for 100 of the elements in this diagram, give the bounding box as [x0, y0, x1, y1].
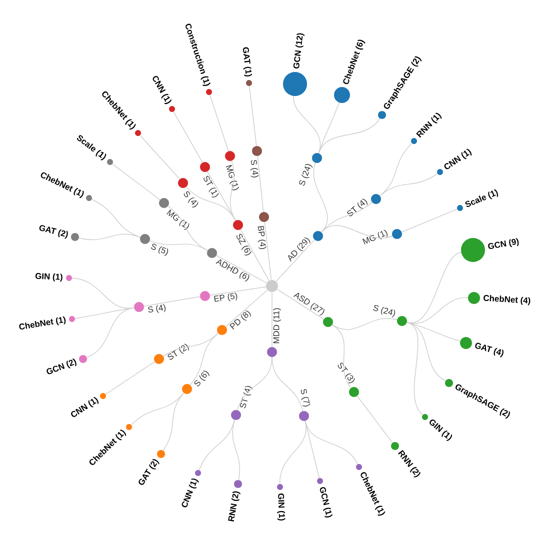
link-line — [321, 225, 393, 238]
tree-node: ST (2) — [154, 344, 189, 364]
link-line — [130, 392, 184, 426]
node-label: GAT (2) — [39, 225, 68, 239]
link-line — [249, 86, 257, 146]
tree-node: GIN (1) — [422, 414, 452, 442]
node-label: MDD (11) — [273, 308, 281, 344]
link-line — [332, 318, 398, 330]
node-label: ST (2) — [168, 344, 189, 360]
link-line — [318, 118, 380, 154]
link-line — [313, 162, 328, 232]
link-line — [406, 322, 423, 416]
link-line — [264, 222, 272, 280]
node-label: SZ (6) — [236, 234, 252, 256]
link-line — [293, 96, 321, 154]
node-label: S (24) — [299, 164, 313, 186]
tree-node: S (4) — [134, 302, 166, 313]
node-label: GCN (1) — [320, 487, 332, 518]
link-line — [406, 297, 468, 324]
node-label: GIN (1) — [430, 420, 452, 442]
link-line — [163, 333, 218, 357]
node-label: S (24) — [373, 305, 396, 318]
tree-node: ASD (27) — [293, 292, 333, 327]
tree-node: S (7) — [299, 389, 310, 421]
node-label: GCN (2) — [46, 358, 76, 374]
link-line — [406, 322, 446, 382]
node-label: ST (4) — [347, 198, 368, 216]
link-line — [401, 208, 458, 232]
link-line — [332, 324, 352, 388]
node-label: S (6) — [194, 370, 210, 386]
tree-node: GIN (1) — [35, 273, 72, 282]
tree-node: S (5) — [140, 234, 168, 256]
tree-node: BP (4) — [258, 212, 269, 250]
node-label: MG (1) — [166, 209, 190, 230]
node-label: S (5) — [150, 244, 168, 256]
link-line — [112, 164, 160, 200]
tree-node: GIN (1) — [277, 484, 286, 520]
node-label: ST (1) — [204, 176, 219, 198]
link-line — [162, 392, 184, 451]
node-label: EP (5) — [214, 292, 238, 302]
node-label: S (4) — [148, 304, 166, 313]
link-line — [92, 199, 140, 238]
node-label: GCN (12) — [293, 33, 305, 69]
link-line — [186, 186, 236, 221]
link-line — [257, 156, 264, 212]
node-label: CNN (1) — [152, 76, 172, 104]
tree-node: PD (8) — [217, 310, 251, 335]
node-label: ST (3) — [338, 362, 355, 384]
node-label: ASD (27) — [293, 292, 324, 316]
link-line — [230, 160, 236, 221]
tree-node: MG (1) — [225, 150, 239, 190]
tree-node: Scale (1) — [457, 189, 498, 211]
tree-node: GCN (2) — [46, 354, 87, 374]
node-label: MG (1) — [362, 230, 388, 244]
link-line — [304, 420, 358, 464]
tree-node: MG (1) — [362, 228, 402, 244]
link-line — [173, 111, 203, 163]
node-label: GIN (1) — [35, 273, 62, 282]
link-line — [216, 255, 267, 284]
link-line — [304, 420, 320, 478]
link-line — [276, 288, 324, 320]
link-line — [74, 307, 134, 319]
link-line — [272, 356, 304, 412]
tree-node: RNN (2) — [228, 480, 242, 522]
link-line — [356, 396, 393, 443]
tree-node: ST (4) — [231, 386, 253, 420]
tree-node: S (24) — [299, 152, 322, 186]
link-line — [78, 234, 140, 240]
tree-node: GCN (9) — [461, 238, 519, 262]
tree-node: CNN (1) — [71, 392, 106, 417]
node-label: GAT (1) — [242, 47, 252, 76]
tree-node: EP (5) — [200, 290, 238, 302]
tree-node: GAT (1) — [242, 47, 252, 86]
link-line — [226, 290, 268, 327]
tree-node: S (6) — [182, 370, 210, 394]
node-label: PD (8) — [230, 310, 251, 330]
link-line — [380, 173, 438, 196]
node-label: GIN (1) — [277, 493, 286, 520]
node-label: CNN (1) — [182, 478, 199, 508]
link-line — [210, 286, 266, 296]
link-line — [168, 206, 208, 251]
link-line — [140, 135, 180, 180]
node-label: MG (1) — [226, 164, 239, 190]
link-line — [198, 420, 235, 470]
link-line — [380, 142, 412, 196]
node-label: GCN (9) — [488, 238, 519, 249]
tree-node: GCN (1) — [317, 478, 332, 518]
node-label: ChebNet (1) — [19, 316, 66, 330]
tree-node: ST (4) — [347, 194, 381, 216]
tree-node: ST (3) — [338, 362, 359, 397]
node-label: CNN (1) — [71, 396, 99, 417]
tree-node: S (24) — [373, 305, 407, 326]
link-line — [72, 278, 134, 309]
tree-node: GAT (2) — [39, 225, 79, 241]
node-label: BP (4) — [258, 226, 266, 250]
link-line — [240, 229, 270, 281]
link-line — [150, 240, 208, 251]
node-label: Scale (1) — [465, 189, 498, 207]
node-label: GAT (4) — [475, 342, 504, 358]
node-label: ST (4) — [240, 386, 253, 408]
